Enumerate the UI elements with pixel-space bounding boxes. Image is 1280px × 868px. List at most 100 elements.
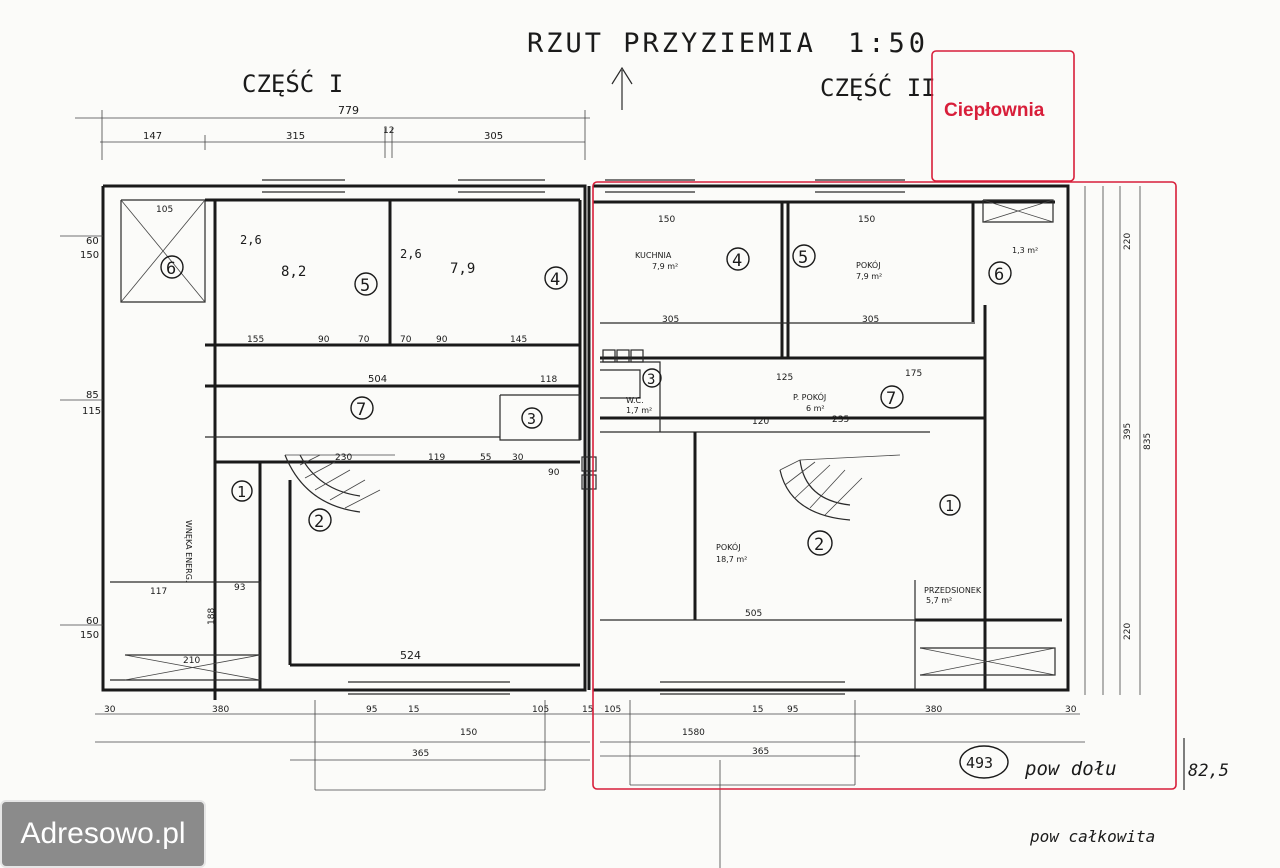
dim-60-b: 60 (86, 616, 99, 627)
dim-220-top: 220 (1123, 233, 1133, 250)
dim-504: 504 (368, 374, 387, 385)
dim-150-kuchnia: 150 (658, 215, 675, 225)
dim-188: 188 (207, 608, 217, 625)
dim-b-105-a: 105 (532, 705, 549, 715)
room-left-5-number: 5 (360, 276, 370, 296)
room-przedsionek-name: PRZEDSIONEK (924, 586, 982, 595)
note-area-side: 82,5 (1188, 761, 1229, 781)
room-left-4-number: 4 (550, 270, 560, 290)
dim-175: 175 (905, 369, 922, 379)
bottom-dimension-chain: 30 380 95 15 150 105 15 105 1580 15 95 3… (95, 700, 1085, 868)
dim-150-b: 150 (80, 630, 99, 641)
dim-315: 315 (286, 131, 305, 142)
dim-305-pokoj: 305 (862, 315, 879, 325)
part-two-highlight (592, 181, 1177, 790)
cieplownia-label: Ciepłownia (944, 100, 1045, 121)
building-outline (101, 184, 1070, 692)
cieplownia-highlight (931, 50, 1075, 182)
room-pokoj-big-number: 2 (814, 535, 824, 555)
dim-524: 524 (400, 649, 421, 662)
dim-220-bottom: 220 (1123, 623, 1133, 640)
room-pokoj-top-name: POKÓJ (856, 259, 881, 270)
area-notes: 493 pow dołu 82,5 pow całkowita (959, 738, 1229, 846)
room-small-area: 1,3 m² (1012, 246, 1038, 255)
dim-70-b: 70 (400, 335, 412, 345)
dim-835: 835 (1143, 433, 1153, 450)
dim-90: 90 (548, 468, 560, 478)
dim-70-a: 70 (358, 335, 370, 345)
right-part-walls (581, 179, 1062, 695)
dim-305: 305 (484, 131, 503, 142)
dim-b-380-left: 380 (212, 705, 229, 715)
room-small-number: 6 (994, 265, 1004, 285)
room-pokoj-top-area: 7,9 m² (856, 272, 882, 281)
left-room-labels: 6 5 8,2 2,6 4 7,9 2,6 7 3 1 2 (160, 233, 568, 532)
note-area-bottom-text: pow dołu (1024, 758, 1117, 780)
dim-505: 505 (745, 609, 762, 619)
adresowo-watermark: Adresowo.pl (0, 800, 206, 868)
room-pokoj-big-name: POKÓJ (716, 541, 741, 552)
dim-210: 210 (183, 656, 200, 666)
dim-120: 120 (752, 417, 769, 427)
dim-b-15-c: 15 (752, 705, 763, 715)
dim-90-b: 90 (436, 335, 448, 345)
left-side-dimensions: 60 150 85 115 60 150 (60, 235, 103, 641)
room-left-5-area: 8,2 (281, 264, 306, 280)
dim-90-a: 90 (318, 335, 330, 345)
room-pokoj-top-number: 5 (798, 248, 808, 268)
dim-779: 779 (338, 104, 359, 117)
dim-12: 12 (383, 126, 394, 136)
dim-b2-365-left: 365 (412, 749, 429, 759)
dim-119: 119 (428, 453, 445, 463)
room-pokoj-big-area: 18,7 m² (716, 555, 747, 564)
dim-b-15-b: 15 (582, 705, 593, 715)
room-p-pokoj-area: 6 m² (806, 404, 825, 413)
dim-155: 155 (247, 335, 264, 345)
dim-b-15-a: 15 (408, 705, 419, 715)
dim-85: 85 (86, 390, 99, 401)
dim-115: 115 (82, 406, 101, 417)
room-wc-name: W.C. (626, 396, 644, 405)
room-wc-area: 1,7 m² (626, 406, 652, 415)
dim-395: 395 (1123, 423, 1133, 440)
dim-150-a: 150 (80, 250, 99, 261)
part-left-label: CZĘŚĆ I (242, 68, 343, 98)
room-left-2-number: 2 (314, 512, 324, 532)
dim-147: 147 (143, 131, 162, 142)
dim-93: 93 (234, 583, 245, 593)
part-right-label: CZĘŚĆ II (820, 72, 936, 102)
north-arrow-icon (611, 66, 633, 110)
dim-60-a: 60 (86, 236, 99, 247)
dim-117: 117 (150, 587, 167, 597)
dim-b-95: 95 (366, 705, 377, 715)
room-p-pokoj-number: 7 (886, 389, 896, 409)
room-przedsionek-area: 5,7 m² (926, 596, 952, 605)
dim-235: 235 (832, 415, 849, 425)
dim-118: 118 (540, 375, 557, 385)
room-wc-number: 3 (647, 372, 655, 388)
dim-b-1580: 1580 (682, 728, 705, 738)
room-left-7-number: 7 (356, 400, 366, 420)
left-part-walls (110, 179, 582, 700)
dim-125: 125 (776, 373, 793, 383)
room-p-pokoj-name: P. POKÓJ (793, 391, 826, 402)
plan-scale: 1:50 (848, 28, 929, 59)
right-room-labels: KUCHNIA 7,9 m² 4 5 POKÓJ 7,9 m² 1,3 m² 6… (626, 244, 1038, 605)
dim-150-pokoj: 150 (858, 215, 875, 225)
dim-145: 145 (510, 335, 527, 345)
note-area-bottom: 493 (966, 754, 993, 772)
dim-105: 105 (156, 205, 173, 215)
room-left-5-height: 2,6 (240, 233, 262, 247)
dim-30: 30 (512, 453, 524, 463)
room-left-4-height: 2,6 (400, 247, 422, 261)
dim-230: 230 (335, 453, 352, 463)
dim-b-105-b: 105 (604, 705, 621, 715)
dim-b-150: 150 (460, 728, 477, 738)
room-left-3-number: 3 (527, 410, 536, 428)
plan-title: RZUT PRZYZIEMIA (527, 28, 816, 59)
dim-b-95-right: 95 (787, 705, 798, 715)
room-kuchnia-area: 7,9 m² (652, 262, 678, 271)
room-left-1-number: 1 (237, 483, 246, 501)
chimney-label: WNĘKA ENERG. (184, 520, 193, 582)
